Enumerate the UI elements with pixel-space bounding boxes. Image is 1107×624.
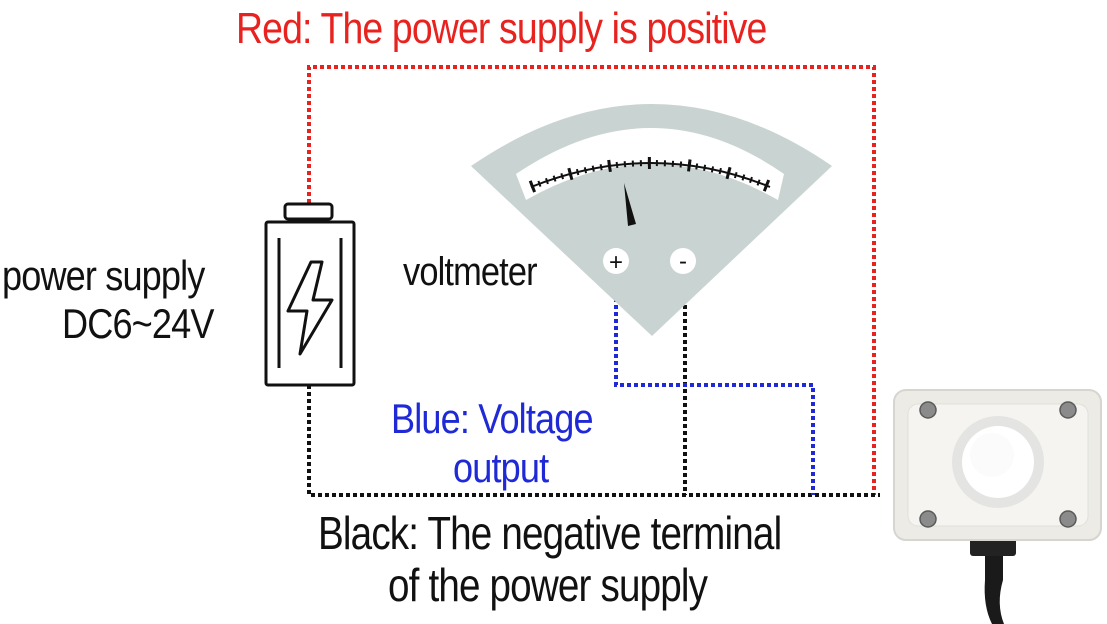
black-wire-supply bbox=[307, 385, 880, 497]
negative-terminal-label: - bbox=[679, 248, 687, 275]
light-sensor-device-icon bbox=[893, 389, 1102, 624]
power-supply-voltage-range: DC6~24V bbox=[62, 300, 214, 347]
blue-wire-label-line2: output bbox=[453, 444, 549, 491]
voltmeter-label: voltmeter bbox=[403, 250, 538, 294]
positive-terminal-label: + bbox=[609, 249, 623, 276]
battery-lightning-icon bbox=[264, 202, 356, 387]
black-wire-label-line2: of the power supply bbox=[388, 559, 708, 611]
analog-voltmeter-icon bbox=[471, 104, 832, 336]
blue-wire bbox=[614, 270, 815, 495]
black-wire-label-line1: Black: The negative terminal bbox=[318, 507, 782, 559]
power-supply-label: power supply bbox=[2, 252, 205, 299]
blue-wire-label-line1: Blue: Voltage bbox=[391, 395, 594, 442]
red-wire-label: Red: The power supply is positive bbox=[236, 4, 767, 53]
